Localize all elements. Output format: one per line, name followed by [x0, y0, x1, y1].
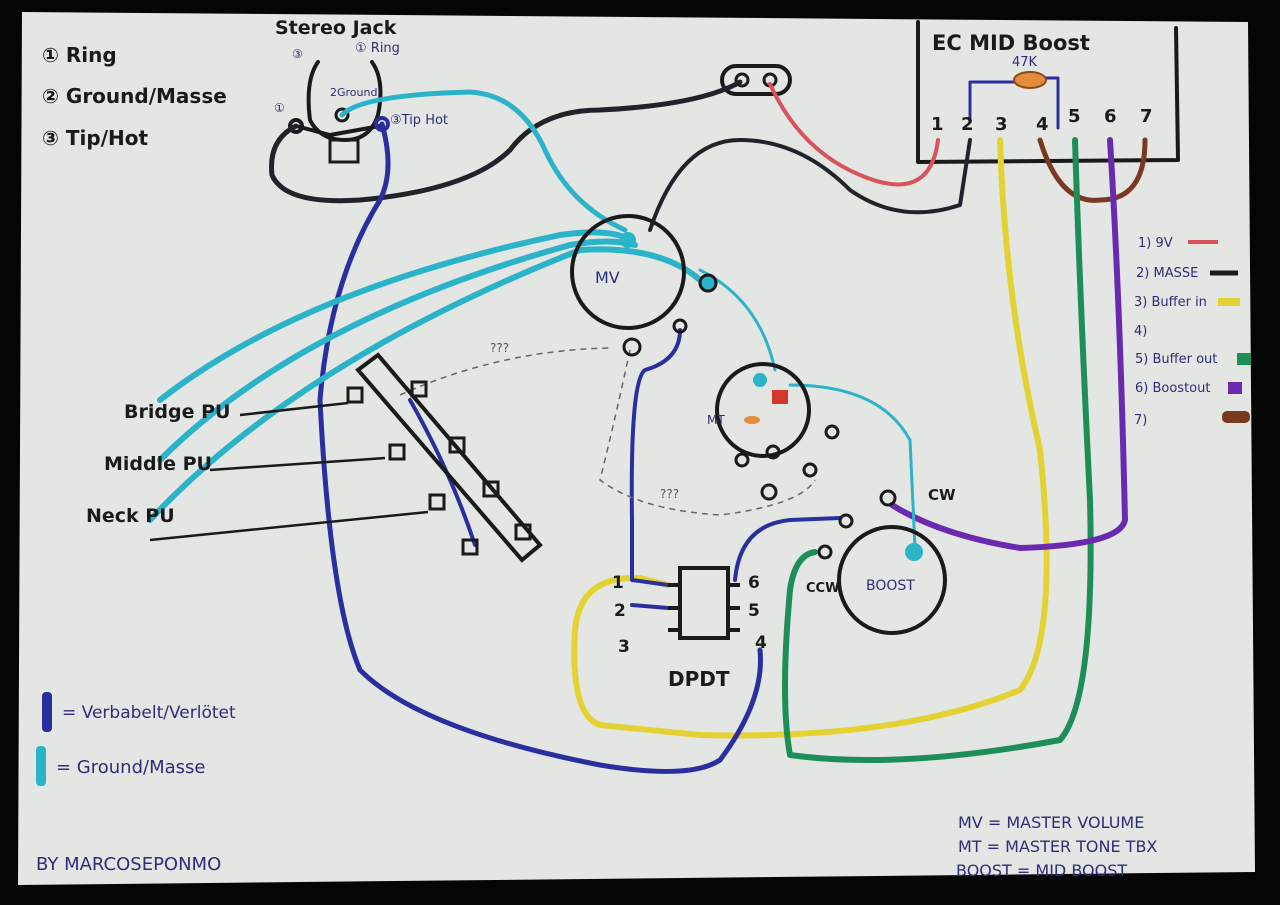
pin-legend-4: 4) [1134, 324, 1147, 339]
module-pin-6: 6 [1104, 106, 1117, 127]
legend-ring: ① Ring [42, 43, 117, 67]
stereo-jack: Stereo Jack ① Ring ③ ① 2Ground ③Tip Hot [274, 17, 448, 164]
dpdt-pin-1: 1 [612, 573, 624, 593]
boost-pot[interactable]: BOOST CW CCW [806, 486, 956, 635]
jack-ground-lug [334, 107, 350, 123]
unknown-connection-1: ??? [490, 341, 509, 355]
dpdt-label: DPDT [668, 667, 730, 691]
module-pin-3: 3 [995, 114, 1008, 135]
legend-bottom-left: = Verbabelt/Verlötet = Ground/Masse [36, 692, 236, 786]
mv-label: MV [595, 268, 620, 287]
pin-legend-6: 6) Boostout [1135, 381, 1210, 396]
pickup-neck: Neck PU [86, 505, 175, 527]
pin-legend-1: 1) 9V [1138, 236, 1173, 251]
master-tone-pot[interactable]: MT [707, 362, 840, 501]
pickup-bridge: Bridge PU [124, 401, 230, 423]
paper-sheet [18, 12, 1255, 885]
unknown-connection-2: ??? [660, 487, 679, 501]
abbrev-boost: BOOST = MID BOOST [956, 861, 1127, 880]
jack-ring-label: ① Ring [355, 41, 400, 56]
module-pin-5: 5 [1068, 106, 1081, 127]
legend-top-left: ① Ring ② Ground/Masse ③ Tip/Hot [42, 43, 227, 150]
module-pin-7: 7 [1140, 106, 1153, 127]
pickup-labels: Bridge PU Middle PU Neck PU [86, 401, 230, 527]
legend-ground-wire: = Ground/Masse [56, 757, 205, 778]
wires [147, 79, 1148, 774]
module-pin-1: 1 [931, 114, 944, 135]
pin-legend-2: 2) MASSE [1136, 266, 1198, 281]
abbrev-mv: MV = MASTER VOLUME [958, 813, 1144, 832]
module-title: EC MID Boost [932, 31, 1090, 55]
pin-legend-5: 5) Buffer out [1135, 352, 1217, 367]
jack-1-label: ① [274, 101, 285, 115]
jack-title: Stereo Jack [275, 17, 397, 39]
signature: BY MARCOSEPONMO [36, 854, 221, 875]
abbreviations: MV = MASTER VOLUME MT = MASTER TONE TBX … [956, 813, 1157, 880]
legend-ground: ② Ground/Masse [42, 84, 227, 108]
master-volume-pot[interactable]: MV [570, 214, 718, 357]
module-pin-4: 4 [1036, 114, 1049, 135]
pin-legend-3: 3) Buffer in [1134, 295, 1207, 310]
jack-tip-label: ③Tip Hot [390, 113, 448, 128]
cw-label: CW [928, 486, 956, 504]
jack-3-label: ③ [292, 47, 303, 61]
dpdt-pin-5: 5 [748, 601, 760, 621]
pickup-selector[interactable] [149, 352, 543, 563]
boost-label: BOOST [866, 578, 915, 594]
dpdt-pin-4: 4 [755, 633, 767, 653]
mt-label: MT [707, 413, 725, 427]
jack-ground-label: 2Ground [330, 86, 377, 99]
dpdt-switch[interactable]: 1 2 3 6 5 4 DPDT [612, 566, 767, 691]
pickup-middle: Middle PU [104, 453, 212, 475]
ccw-label: CCW [806, 581, 839, 596]
dpdt-pin-6: 6 [748, 573, 760, 593]
jack-ring-lug [288, 118, 304, 134]
dpdt-pin-2: 2 [614, 601, 626, 621]
legend-soldered: = Verbabelt/Verlötet [62, 703, 236, 723]
pin-legend-7: 7) [1134, 413, 1147, 428]
pin-legend: 1) 9V 2) MASSE 3) Buffer in 4) 5) Buffer… [1134, 236, 1251, 428]
dpdt-pin-3: 3 [618, 637, 630, 657]
module-pin-2: 2 [961, 114, 974, 135]
legend-tip: ③ Tip/Hot [42, 126, 148, 150]
abbrev-mt: MT = MASTER TONE TBX [958, 837, 1157, 856]
capacitor-icon [772, 390, 788, 404]
resistor-icon [1013, 71, 1047, 89]
ec-mid-boost-module: EC MID Boost 47K 1 2 3 4 5 6 7 [916, 20, 1180, 164]
resistor-label: 47K [1012, 55, 1038, 70]
